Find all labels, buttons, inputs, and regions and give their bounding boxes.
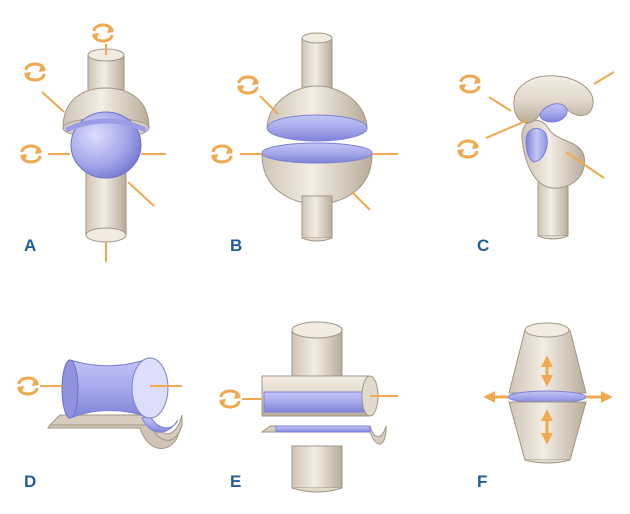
panel-f-plane [483, 322, 613, 464]
rotation-arrow-icon [455, 139, 481, 159]
rotation-arrow-icon [235, 75, 261, 95]
rotation-arrow-icon [15, 376, 41, 396]
panel-label-d: D [24, 472, 37, 491]
panel-e-pivot [217, 321, 398, 493]
panel-a-ball-and-socket [18, 23, 166, 262]
panel-b-ellipsoid [209, 32, 398, 242]
rotation-arrow-icon [217, 389, 243, 409]
rotation-arrow-icon [457, 74, 483, 94]
panel-label-e: E [230, 472, 242, 491]
rotation-arrow-icon [22, 62, 48, 82]
panel-c-saddle [455, 71, 615, 240]
panel-label-f: F [477, 472, 488, 491]
panel-label-b: B [230, 236, 243, 255]
panel-d-hinge [15, 357, 183, 450]
rotation-arrow-icon [209, 144, 235, 164]
panel-label-c: C [477, 236, 490, 255]
panel-label-a: A [24, 236, 37, 255]
rotation-arrow-icon [90, 23, 116, 43]
rotation-arrow-icon [18, 144, 44, 164]
